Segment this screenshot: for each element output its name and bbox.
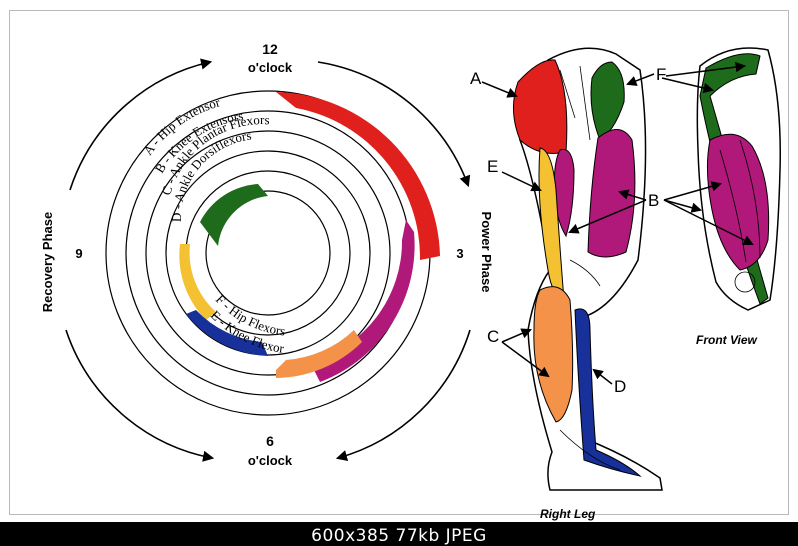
leg-label-d: D xyxy=(614,377,626,396)
clock-12-label: o'clock xyxy=(248,60,293,75)
clock-6-number: 6 xyxy=(266,433,274,449)
image-info-text: 600x385 77kb JPEG xyxy=(0,526,798,546)
leg-label-c: C xyxy=(487,327,499,346)
front-view-leg xyxy=(697,48,780,310)
leg-label-a: A xyxy=(470,69,482,88)
arrow-bottom-left xyxy=(66,330,212,458)
arc-hip-extensor xyxy=(276,92,440,260)
right-leg-side-view xyxy=(513,48,662,490)
arc-ankle-dorsiflexors xyxy=(200,184,268,246)
muscle-hip-extensor xyxy=(513,60,566,154)
clock-9-number: 9 xyxy=(75,246,82,261)
recovery-phase-label: Recovery Phase xyxy=(40,212,55,312)
clock-12-number: 12 xyxy=(262,41,278,57)
clock-6-label: o'clock xyxy=(248,453,293,468)
leg-label-b: B xyxy=(648,191,659,210)
leg-label-f: F xyxy=(656,65,666,84)
power-phase-label: Power Phase xyxy=(479,212,494,293)
caption-right-leg: Right Leg xyxy=(540,507,596,521)
leg-label-e: E xyxy=(487,157,498,176)
caption-front-view: Front View xyxy=(696,333,758,347)
arc-hip-flexors xyxy=(179,244,216,320)
clock-3-number: 3 xyxy=(456,246,463,261)
